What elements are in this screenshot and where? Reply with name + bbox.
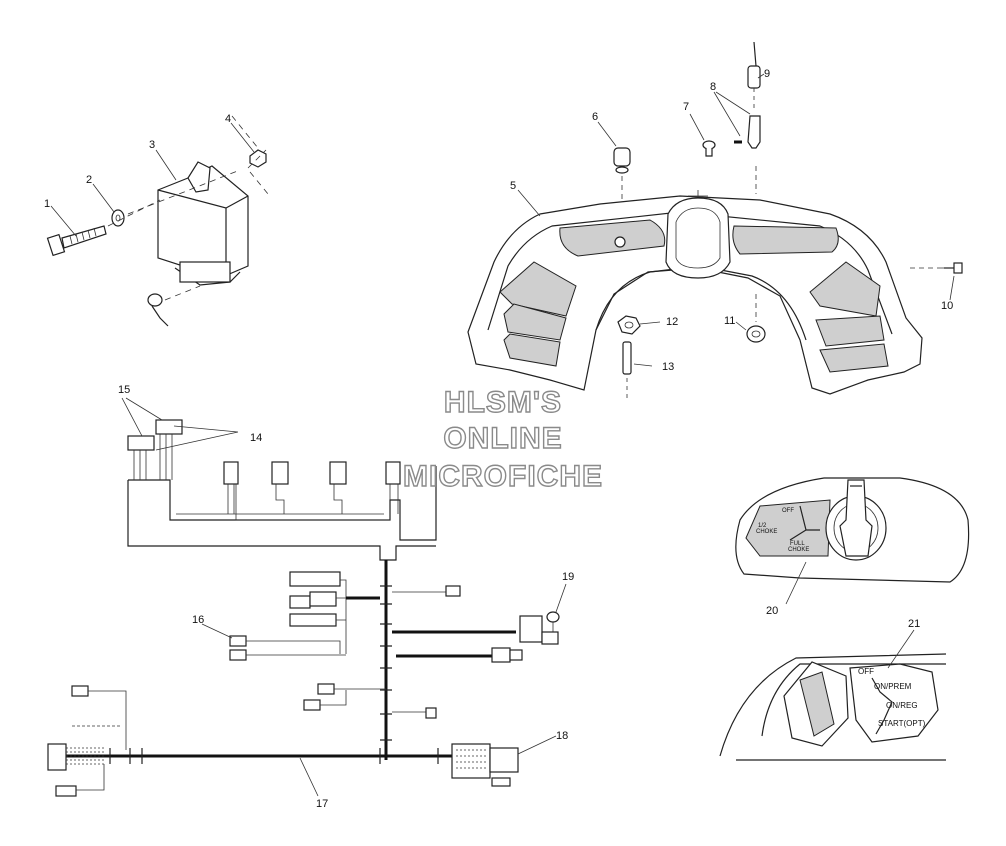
relay-part bbox=[127, 419, 183, 480]
lamp-socket-part bbox=[747, 41, 761, 112]
connector-part-19 bbox=[491, 611, 560, 663]
callout-6: 6 bbox=[592, 111, 598, 123]
connector-part-16 bbox=[229, 635, 346, 661]
grommet-part bbox=[746, 294, 766, 343]
choke-key-panel: OFF 1/2 CHOKE FULL CHOKE 20 bbox=[735, 477, 970, 617]
watermark-line-1: HLSM'S bbox=[444, 386, 562, 419]
callout-7: 7 bbox=[683, 101, 689, 113]
bolt-part bbox=[46, 225, 107, 257]
callout-17: 17 bbox=[316, 798, 328, 810]
ignition-knob-part bbox=[783, 661, 849, 747]
callout-18: 18 bbox=[556, 730, 568, 742]
callout-12: 12 bbox=[666, 316, 678, 328]
regulator-part bbox=[157, 161, 249, 286]
callout-5: 5 bbox=[510, 180, 516, 192]
choke-full-label-2: CHOKE bbox=[788, 547, 809, 553]
connector-block-part bbox=[289, 571, 380, 654]
callout-13: 13 bbox=[662, 361, 674, 373]
nut-part-12 bbox=[617, 315, 641, 335]
dash-panel-part bbox=[467, 190, 923, 395]
choke-half-label-2: CHOKE bbox=[756, 529, 777, 535]
callout-21: 21 bbox=[908, 618, 920, 630]
switch-on-reg-label: ON/REG bbox=[886, 701, 918, 710]
callout-16: 16 bbox=[192, 614, 204, 626]
bulb-socket-part bbox=[613, 147, 631, 202]
callout-3: 3 bbox=[149, 139, 155, 151]
callout-19: 19 bbox=[562, 571, 574, 583]
callout-1: 1 bbox=[44, 198, 50, 210]
wiring-harness-assembly: 15 14 16 17 18 19 bbox=[47, 384, 574, 810]
callout-11: 11 bbox=[724, 315, 735, 327]
connector-part-18 bbox=[451, 743, 519, 787]
callout-10: 10 bbox=[941, 300, 953, 312]
callout-2: 2 bbox=[86, 174, 92, 186]
harness-connectors bbox=[223, 461, 401, 521]
choke-off-label: OFF bbox=[782, 508, 794, 514]
switch-off-label: OFF bbox=[858, 667, 874, 676]
callout-20: 20 bbox=[766, 605, 778, 617]
choke-full-label-1: FULL bbox=[790, 541, 805, 547]
ring-terminal-part bbox=[147, 293, 169, 327]
indicator-bulb-part bbox=[734, 115, 761, 194]
callout-8: 8 bbox=[710, 81, 716, 93]
choke-half-label-1: 1/2 bbox=[758, 523, 767, 529]
regulator-assembly: 1 2 3 4 bbox=[44, 113, 269, 327]
switch-start-label: START(OPT) bbox=[878, 719, 926, 728]
dash-panel-assembly: 5 6 7 8 9 10 11 12 13 bbox=[467, 41, 963, 398]
clip-part bbox=[702, 140, 716, 157]
screw-part bbox=[910, 262, 963, 274]
callout-4: 4 bbox=[225, 113, 231, 125]
callout-15: 15 bbox=[118, 384, 130, 396]
main-harness-connectors bbox=[47, 685, 127, 797]
choke-knob-part bbox=[825, 479, 887, 561]
ignition-switch-panel: OFF ON/PREM ON/REG START(OPT) 21 bbox=[719, 618, 947, 761]
watermark-line-2: ONLINE bbox=[443, 422, 562, 455]
washer-part bbox=[111, 209, 125, 227]
switch-on-prem-label: ON/PREM bbox=[874, 682, 912, 691]
watermark-line-3: MICROFICHE bbox=[403, 460, 603, 493]
watermark: HLSM'S ONLINE MICROFICHE bbox=[402, 385, 603, 493]
callout-14: 14 bbox=[250, 432, 262, 444]
stud-part bbox=[622, 341, 632, 398]
callout-9: 9 bbox=[764, 68, 770, 80]
